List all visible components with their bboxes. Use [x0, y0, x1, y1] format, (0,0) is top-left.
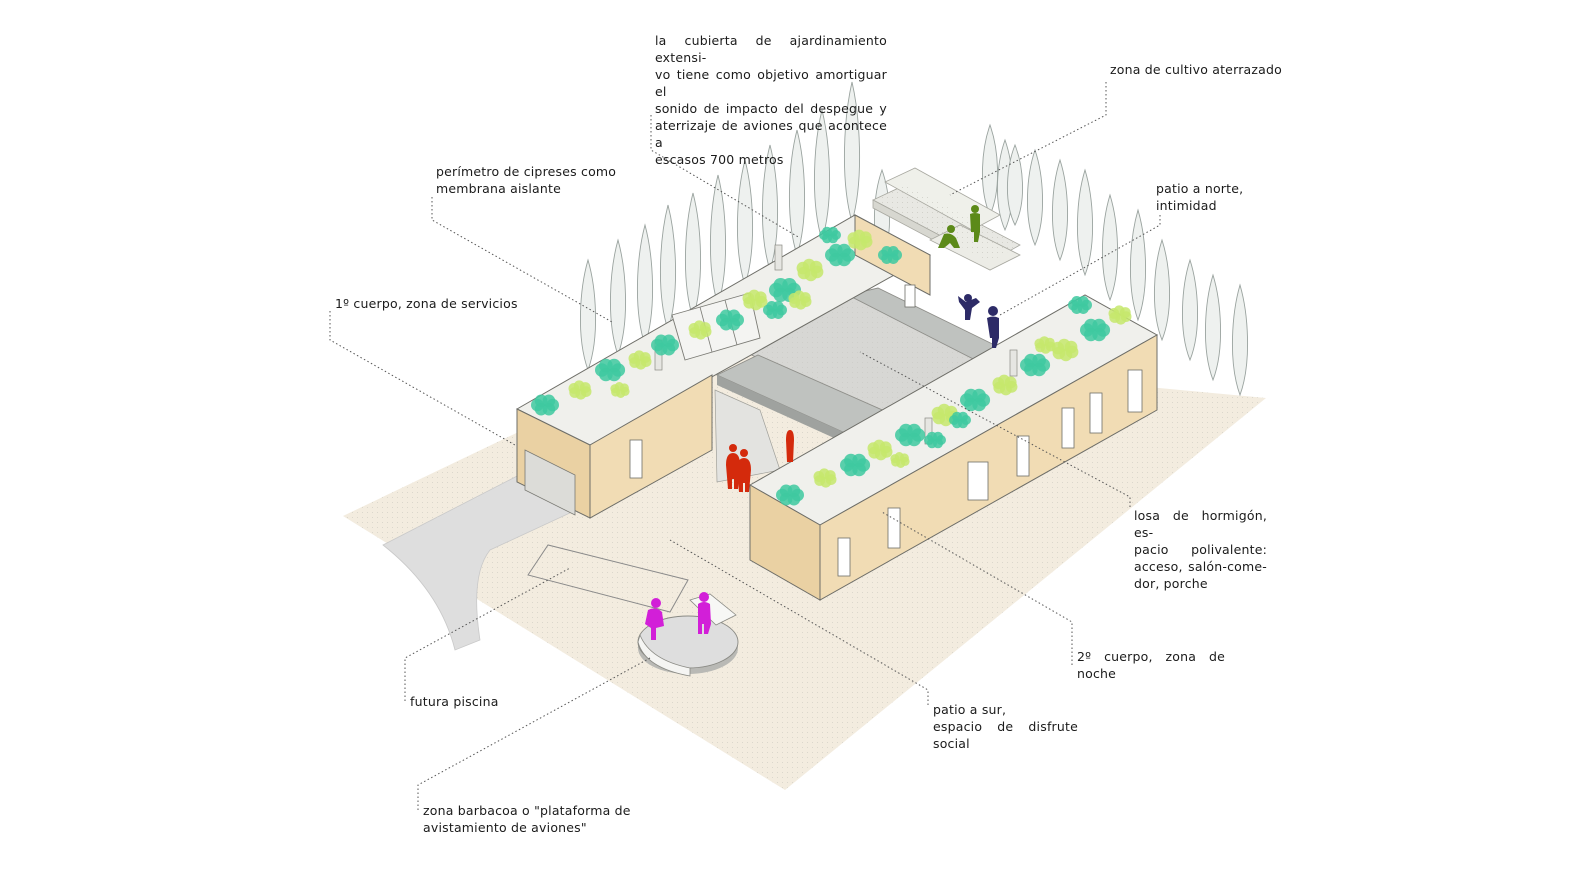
roof-plant [788, 290, 812, 310]
cypress-tree [982, 123, 998, 217]
roof-plant [531, 394, 559, 416]
annotation-cypress-perimeter: perímetro de cipreses como membrana aisl… [436, 163, 616, 197]
annotation-line: membrana aislante [436, 181, 562, 196]
roof-plant [819, 226, 841, 244]
roof-plant [895, 423, 926, 447]
roof-plant [1068, 296, 1092, 314]
cypress-tree [1204, 273, 1222, 382]
annotation-roof-garden: la cubierta de ajardinamiento extensi- v… [655, 32, 887, 168]
cypress-tree [1027, 148, 1043, 247]
annotation-terraced-crops: zona de cultivo aterrazado [1110, 61, 1282, 78]
roof-plant [716, 309, 744, 331]
annotation-future-pool: futura piscina [410, 693, 499, 710]
roof-plant [1080, 318, 1111, 342]
roof-plant [867, 439, 893, 461]
annotation-concrete-slab: losa de hormigón, es- pacio polivalente:… [1134, 507, 1267, 592]
roof-plant [1034, 336, 1056, 354]
roof-plant [825, 243, 856, 267]
roof-plant [595, 358, 626, 382]
cypress-tree [637, 223, 653, 347]
annotation-line: acceso, salón-come- [1134, 559, 1267, 574]
annotation-line: patio a norte, [1156, 181, 1244, 196]
annotation-south-patio: patio a sur, espacio de disfrute social [933, 701, 1078, 752]
roof-plant [742, 289, 768, 311]
cypress-tree [1181, 258, 1199, 362]
roof-plant [776, 484, 804, 506]
cypress-tree [1231, 283, 1249, 397]
annotation-line: zona de cultivo aterrazado [1110, 62, 1282, 77]
cypress-tree [762, 144, 778, 272]
roof-plant [1020, 353, 1051, 377]
cypress-tree [1007, 143, 1023, 227]
roof-plant [992, 374, 1018, 396]
cypress-tree [579, 258, 597, 372]
roof-plant [610, 382, 630, 398]
roof-plant [847, 229, 873, 251]
annotation-line: vo tiene como objetivo amortiguar el [655, 67, 887, 99]
annotation-second-volume: 2º cuerpo, zona de noche [1077, 648, 1225, 682]
barbecue-platform [637, 593, 739, 677]
people-magenta [645, 592, 711, 640]
leader-lines [329, 82, 1161, 810]
people-navy [958, 294, 999, 348]
cypress-tree [1101, 193, 1119, 302]
roof-plant [688, 320, 712, 340]
roof-plant [763, 301, 787, 319]
annotation-line: pacio polivalente: [1134, 542, 1267, 557]
roof-plant [924, 431, 946, 449]
annotation-line: escasos 700 metros [655, 152, 784, 167]
annotation-line: social [933, 736, 970, 751]
roof-plant [1108, 305, 1132, 325]
roof-plant [878, 246, 902, 264]
driveway [382, 471, 588, 651]
roof-plant [949, 411, 971, 429]
annotation-line: zona barbacoa o "plataforma de [423, 803, 631, 818]
annotation-line: intimidad [1156, 198, 1217, 213]
cypress-perimeter [579, 81, 1249, 397]
annotation-line: espacio de disfrute [933, 719, 1078, 734]
annotation-north-patio: patio a norte, intimidad [1156, 180, 1243, 214]
roof-plant [651, 334, 679, 356]
cypress-tree [814, 109, 830, 242]
cypress-tree [1129, 208, 1147, 322]
annotation-line: la cubierta de ajardinamiento extensi- [655, 33, 887, 65]
cypress-tree [660, 204, 676, 332]
roof-plant [960, 388, 991, 412]
cypress-tree [1051, 158, 1069, 262]
cypress-tree [685, 192, 701, 320]
annotation-line: sonido de impacto del despegue y [655, 101, 887, 116]
annotation-line: 2º cuerpo, zona de [1077, 649, 1225, 664]
cypress-tree [710, 174, 726, 307]
annotation-barbecue-zone: zona barbacoa o "plataforma de avistamie… [423, 802, 631, 836]
roof-plant [568, 380, 592, 400]
cypress-tree [737, 159, 753, 287]
annotation-line: avistamiento de aviones" [423, 820, 587, 835]
cypress-tree [1153, 238, 1171, 342]
future-pool-outline [527, 544, 689, 613]
roof-plant [840, 453, 871, 477]
annotation-first-volume: 1º cuerpo, zona de servicios [335, 295, 518, 312]
people-red [726, 430, 794, 492]
cypress-tree [789, 129, 805, 257]
roof-plant [1051, 338, 1079, 362]
roof-plant [813, 468, 837, 488]
annotation-line: aterrizaje de aviones que acontece a [655, 118, 887, 150]
roof-plant [890, 452, 910, 468]
annotation-line: futura piscina [410, 694, 499, 709]
annotation-line: dor, porche [1134, 576, 1208, 591]
annotation-line: patio a sur, [933, 702, 1007, 717]
roof-plant [796, 258, 824, 282]
cypress-tree [1076, 168, 1094, 277]
annotation-line: perímetro de cipreses como [436, 164, 617, 179]
annotation-line: noche [1077, 666, 1117, 681]
roof-greenery [531, 226, 1132, 506]
cypress-tree [609, 238, 627, 357]
cypress-tree [844, 81, 860, 224]
annotation-line: 1º cuerpo, zona de servicios [335, 296, 518, 311]
roof-plant [628, 350, 652, 370]
people-green [938, 205, 980, 248]
annotation-line: losa de hormigón, es- [1134, 508, 1267, 540]
